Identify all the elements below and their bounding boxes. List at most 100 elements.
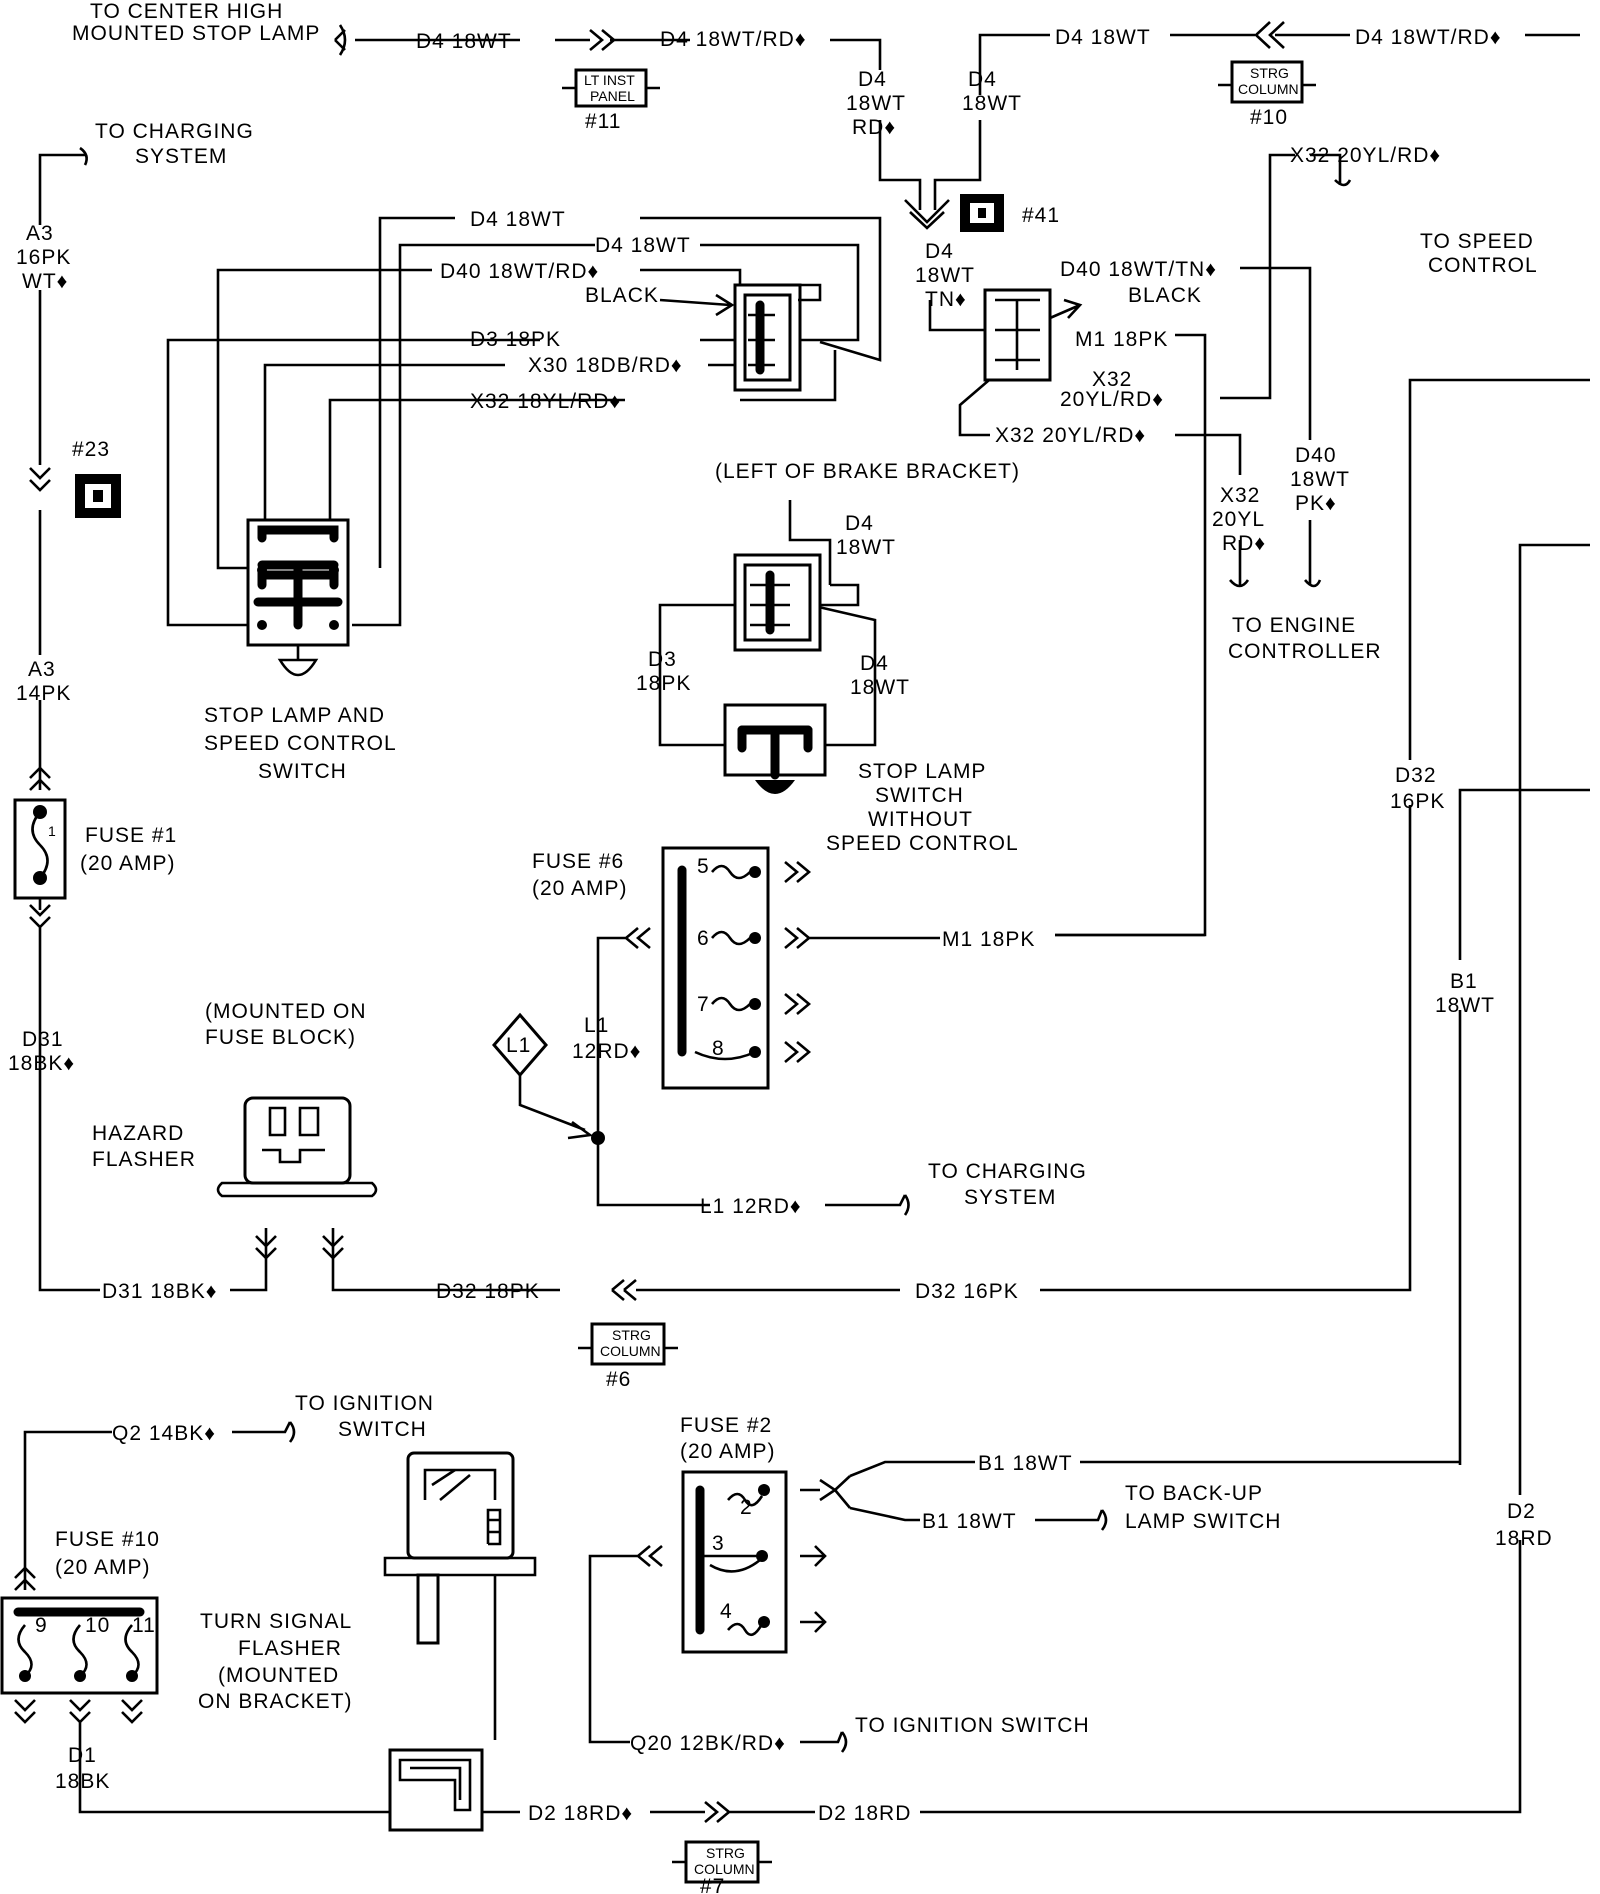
label-l1-h: L1 12RD♦ xyxy=(700,1195,802,1218)
label-fuse2-1: FUSE #2 xyxy=(680,1414,772,1437)
connector-41-icon xyxy=(960,194,1004,232)
label-fuse10-1: FUSE #10 xyxy=(55,1528,160,1551)
label-q2-h: Q2 14BK♦ xyxy=(112,1422,216,1445)
label-l1-diamond: L1 xyxy=(506,1034,531,1057)
label-mount-fb-2: FUSE BLOCK) xyxy=(205,1026,356,1049)
label-strg10-2: COLUMN xyxy=(1238,81,1299,97)
turn-signal-flasher xyxy=(383,1451,537,1832)
label-q20-h: Q20 12BK/RD♦ xyxy=(630,1732,786,1755)
label-r-d40: D40 18WT/TN♦ xyxy=(1060,258,1217,281)
label-to-engine-2: CONTROLLER xyxy=(1228,640,1382,663)
strg-column-10-connector xyxy=(1218,60,1316,104)
label-d2-v-1: D2 xyxy=(1507,1500,1536,1523)
label-stop-ns-4: SPEED CONTROL xyxy=(826,832,1019,855)
label-left-of-brake: (LEFT OF BRAKE BRACKET) xyxy=(715,460,1020,483)
label-to-charging-a2: SYSTEM xyxy=(135,145,227,168)
label-strg6-2: COLUMN xyxy=(600,1343,661,1359)
label-d40-v-1: D40 xyxy=(1295,444,1337,467)
label-turn-1: TURN SIGNAL xyxy=(200,1610,352,1633)
label-d40-v-3: PK♦ xyxy=(1295,492,1337,515)
label-ns-d3-2: 18PK xyxy=(636,672,691,695)
label-turn-4: ON BRACKET) xyxy=(198,1690,353,1713)
label-to-speed-1: TO SPEED xyxy=(1420,230,1534,253)
label-d32-v-2: 16PK xyxy=(1390,790,1445,813)
label-f6-6: 6 xyxy=(697,927,710,950)
label-ns-d4a-2: 18WT xyxy=(836,536,896,559)
label-r-d4-2: 18WT xyxy=(915,264,975,287)
label-turn-3: (MOUNTED xyxy=(218,1664,339,1687)
label-sw-d40: D40 18WT/RD♦ xyxy=(440,260,599,283)
right-trunk-wiring xyxy=(611,378,1590,1650)
label-conn41: #41 xyxy=(1022,204,1060,227)
label-to-engine-1: TO ENGINE xyxy=(1232,614,1356,637)
label-conn23: #23 xyxy=(72,438,110,461)
label-x32-v-2: 20YL xyxy=(1212,508,1265,531)
label-d31-h: D31 18BK♦ xyxy=(102,1280,217,1303)
label-f2-3: 3 xyxy=(712,1532,725,1555)
label-strg7-num: #7 xyxy=(700,1875,725,1894)
label-r-m1: M1 18PK xyxy=(1075,328,1168,351)
label-strg10-num: #10 xyxy=(1250,106,1288,129)
fuse-10 xyxy=(0,1566,430,1814)
label-stop-sw-1: STOP LAMP AND xyxy=(204,704,385,727)
label-lt-inst-2: PANEL xyxy=(590,88,635,104)
label-b1-v-2: 18WT xyxy=(1435,994,1495,1017)
label-d2-h2: D2 18RD xyxy=(818,1802,911,1825)
label-mount-fb-1: (MOUNTED ON xyxy=(205,1000,367,1023)
label-stop-sw-3: SWITCH xyxy=(258,760,347,783)
connector-23-icon xyxy=(75,474,121,518)
label-top-d4-b: D4 18WT/RD♦ xyxy=(660,28,807,51)
stop-lamp-speed-switch-body xyxy=(246,518,350,677)
label-fuse1-num: 1 xyxy=(48,823,56,839)
label-f10-9: 9 xyxy=(35,1614,48,1637)
label-sw-d4-2: D4 18WT xyxy=(595,234,691,257)
label-b1-v-1: B1 xyxy=(1450,970,1478,993)
label-hazard-2: FLASHER xyxy=(92,1148,196,1171)
label-stop-sw-2: SPEED CONTROL xyxy=(204,732,397,755)
label-to-backup-2: LAMP SWITCH xyxy=(1125,1510,1281,1533)
label-r-d4-1: D4 xyxy=(925,240,954,263)
label-to-ign-a1: TO IGNITION xyxy=(295,1392,434,1415)
label-strg7-1: STRG xyxy=(706,1845,745,1861)
label-f6-5: 5 xyxy=(697,855,710,878)
stop-lamp-switch-no-speed xyxy=(658,500,877,794)
label-sw-d4-1: D4 18WT xyxy=(470,208,566,231)
label-b1-h1: B1 18WT xyxy=(978,1452,1073,1475)
fuse-1 xyxy=(13,798,67,1050)
label-to-charging-b2: SYSTEM xyxy=(964,1186,1056,1209)
label-turn-2: FLASHER xyxy=(238,1637,342,1660)
label-x32-v-1: X32 xyxy=(1220,484,1260,507)
label-l1-v-1: L1 xyxy=(584,1014,609,1037)
label-d4-v2-1: D4 xyxy=(968,68,997,91)
label-fuse10-2: (20 AMP) xyxy=(55,1556,151,1579)
label-d2-h1: D2 18RD♦ xyxy=(528,1802,633,1825)
label-sw-d3: D3 18PK xyxy=(470,328,561,351)
d2-bottom-wiring xyxy=(482,1650,1522,1823)
label-fuse1-1: FUSE #1 xyxy=(85,824,177,847)
label-d32-v-1: D32 xyxy=(1395,764,1437,787)
label-to-ign-b: TO IGNITION SWITCH xyxy=(855,1714,1090,1737)
label-r-black: BLACK xyxy=(1128,284,1202,307)
label-x32-top: X32 20YL/RD♦ xyxy=(1290,144,1441,167)
label-top-d4-a: D4 18WT xyxy=(416,30,512,53)
label-m1-bottom: M1 18PK xyxy=(942,928,1035,951)
label-to-backup-1: TO BACK-UP xyxy=(1125,1482,1263,1505)
label-fuse6-2: (20 AMP) xyxy=(532,877,628,900)
label-f10-10: 10 xyxy=(85,1614,110,1637)
label-d31-v-2: 18BK♦ xyxy=(8,1052,75,1075)
lt-inst-panel-connector xyxy=(562,68,660,108)
label-f2-2: 2 xyxy=(740,1496,753,1519)
label-r-d4-3: TN♦ xyxy=(925,288,967,311)
label-d1-v-1: D1 xyxy=(68,1744,97,1767)
label-to-chmsl-1: TO CENTER HIGH xyxy=(90,0,283,23)
label-stop-ns-2: SWITCH xyxy=(875,784,964,807)
label-d4-v1-1: D4 xyxy=(858,68,887,91)
label-x32-v-3: RD♦ xyxy=(1222,532,1266,555)
label-sw-black: BLACK xyxy=(585,284,659,307)
strg-column-6-connector xyxy=(578,1322,678,1366)
label-stop-ns-3: WITHOUT xyxy=(868,808,973,831)
label-f6-8: 8 xyxy=(712,1037,725,1060)
label-d2-v-2: 18RD xyxy=(1495,1527,1553,1550)
label-d32-h2: D32 16PK xyxy=(915,1280,1019,1303)
